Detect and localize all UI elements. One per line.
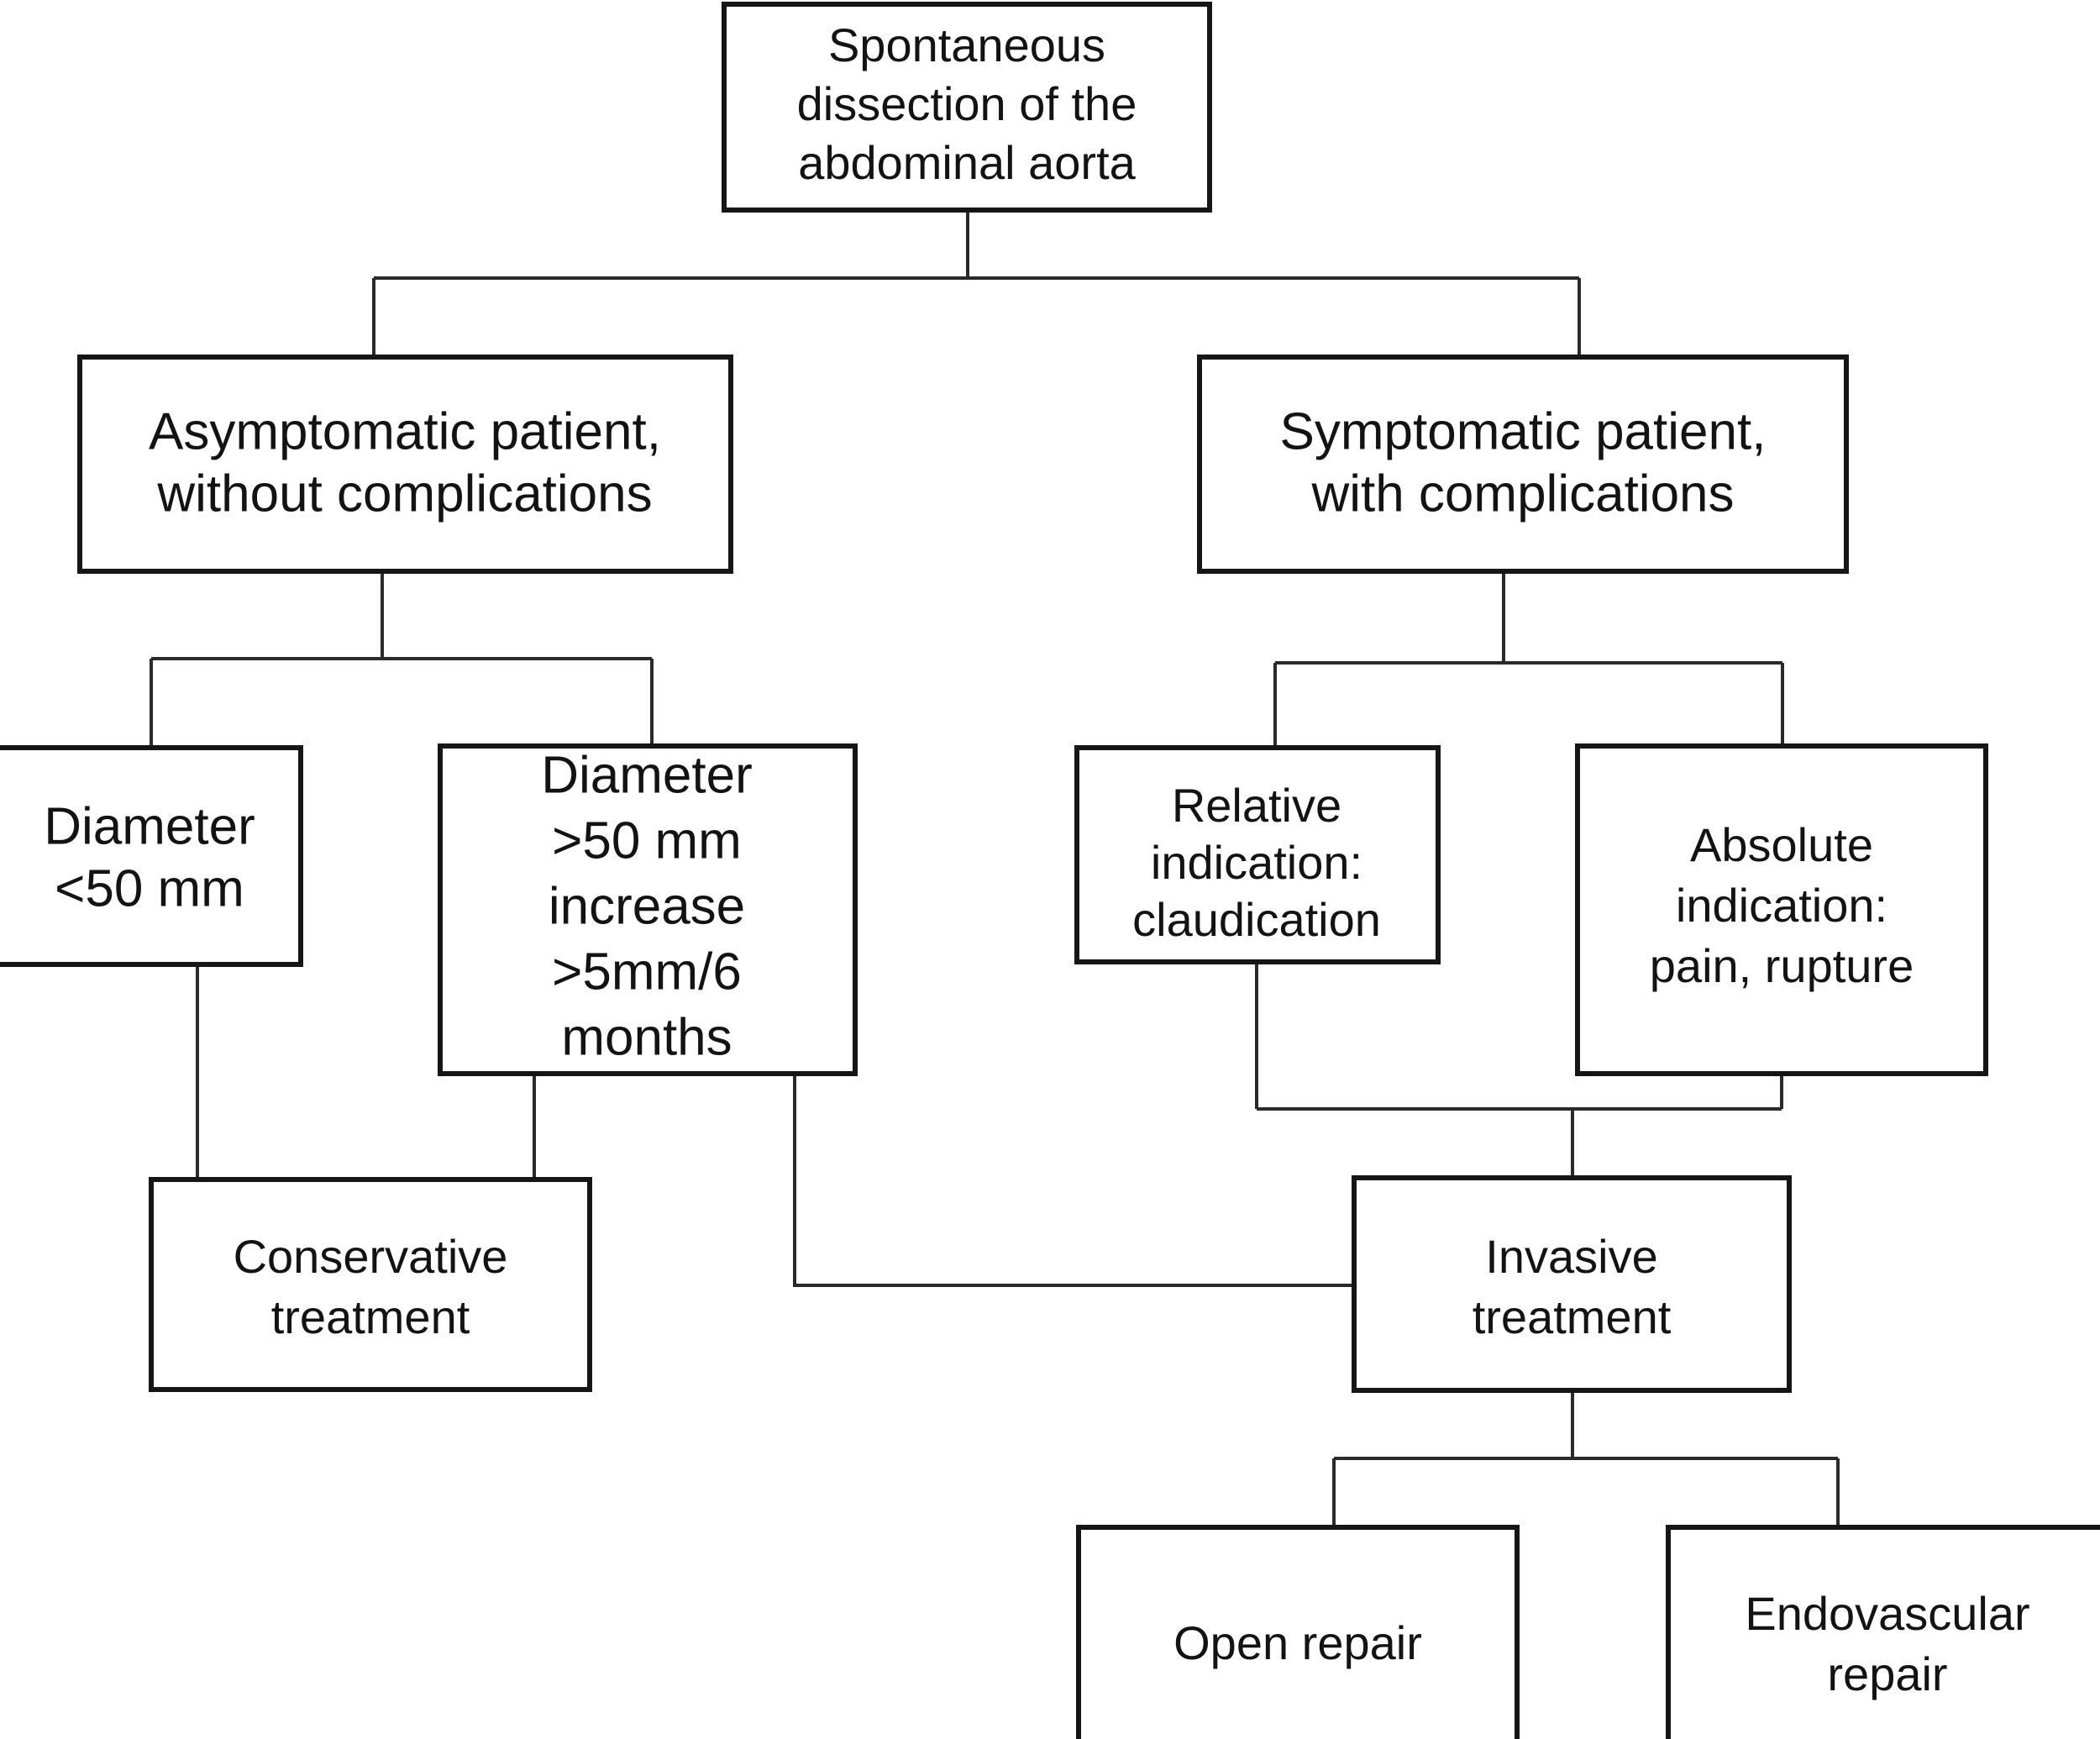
node-symptomatic-line-1: Symptomatic patient, (1280, 402, 1767, 460)
node-endovascular-repair[interactable]: Endovascular repair (1666, 1525, 2100, 1739)
node-absolute-indication-line-1: Absolute (1690, 818, 1873, 871)
node-diameter-large-line-5: months (561, 1008, 732, 1066)
node-conservative-treatment-box[interactable] (149, 1177, 592, 1392)
node-absolute-indication-box[interactable] (1575, 743, 1988, 1076)
node-conservative-treatment-line-1: Conservative (234, 1230, 508, 1283)
node-diameter-large-line-2: >50 mm (552, 812, 742, 870)
node-diameter-small-line-1: Diameter (44, 797, 255, 855)
node-relative-indication-box[interactable] (1074, 745, 1441, 964)
node-open-repair-line-1: Open repair (1173, 1616, 1422, 1669)
node-symptomatic-box[interactable] (1197, 355, 1849, 574)
node-invasive-treatment-line-1: Invasive (1485, 1230, 1657, 1283)
node-asymptomatic[interactable]: Asymptomatic patient, without complicati… (77, 355, 733, 574)
node-diameter-large-line-1: Diameter (541, 746, 753, 804)
node-absolute-indication[interactable]: Absolute indication: pain, rupture (1575, 743, 1988, 1076)
node-relative-indication[interactable]: Relative indication: claudication (1074, 745, 1441, 964)
node-endovascular-repair-line-1: Endovascular (1745, 1587, 2029, 1640)
node-root-line-3: abdominal aorta (798, 136, 1136, 189)
node-diameter-small[interactable]: Diameter <50 mm (0, 745, 303, 967)
node-relative-indication-line-3: claudication (1132, 893, 1381, 946)
node-diameter-large-line-3: increase (549, 877, 745, 935)
node-absolute-indication-line-3: pain, rupture (1650, 939, 1914, 992)
node-diameter-large[interactable]: Diameter >50 mm increase >5mm/6 months (438, 743, 858, 1076)
node-invasive-treatment-line-2: treatment (1473, 1290, 1672, 1343)
node-invasive-treatment-box[interactable] (1352, 1175, 1792, 1393)
node-open-repair-box[interactable] (1076, 1525, 1520, 1739)
node-diameter-small-box[interactable] (0, 745, 303, 967)
node-root-line-2: dissection of the (797, 77, 1137, 130)
node-endovascular-repair-box[interactable] (1666, 1525, 2100, 1739)
connector-layer (150, 210, 1840, 1527)
node-conservative-treatment-line-2: treatment (271, 1290, 470, 1343)
node-conservative-treatment[interactable]: Conservative treatment (149, 1177, 592, 1392)
node-open-repair[interactable]: Open repair (1076, 1525, 1520, 1739)
node-asymptomatic-line-1: Asymptomatic patient, (149, 402, 661, 460)
node-symptomatic-line-2: with complications (1310, 465, 1734, 523)
node-root-line-1: Spontaneous (828, 18, 1105, 71)
node-diameter-small-line-2: <50 mm (55, 859, 244, 917)
node-relative-indication-line-1: Relative (1172, 779, 1341, 832)
node-asymptomatic-box[interactable] (77, 355, 733, 574)
node-root[interactable]: Spontaneous dissection of the abdominal … (722, 2, 1212, 213)
node-absolute-indication-line-2: indication: (1676, 879, 1887, 932)
edge-diameter-large-to-invasive (793, 1074, 1354, 1287)
node-diameter-large-box[interactable] (438, 743, 858, 1076)
node-diameter-large-line-4: >5mm/6 (552, 943, 742, 1001)
node-asymptomatic-line-2: without complications (156, 465, 652, 523)
node-invasive-treatment[interactable]: Invasive treatment (1352, 1175, 1792, 1393)
node-endovascular-repair-line-2: repair (1827, 1647, 1947, 1700)
node-relative-indication-line-2: indication: (1151, 836, 1362, 889)
node-symptomatic[interactable]: Symptomatic patient, with complications (1197, 355, 1849, 574)
node-root-box[interactable] (722, 2, 1212, 213)
